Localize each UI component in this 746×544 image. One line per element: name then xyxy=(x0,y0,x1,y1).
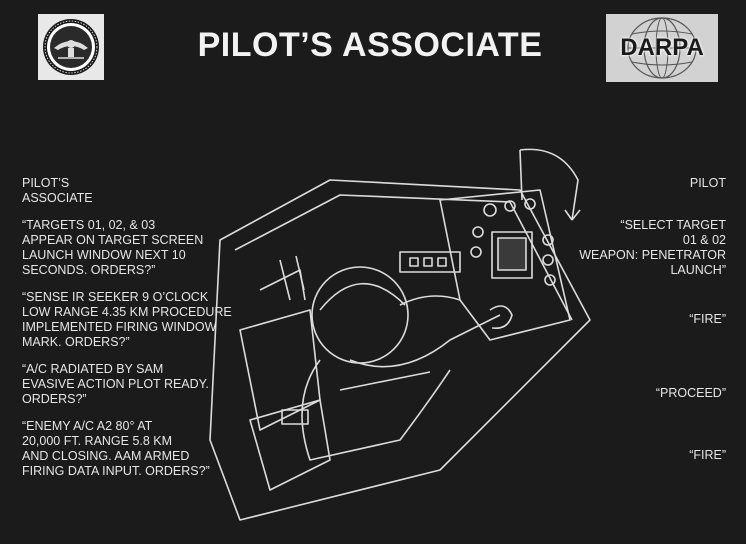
pilot-response: “FIRE” xyxy=(689,448,726,462)
associate-message: “SENSE IR SEEKER 9 O’CLOCK LOW RANGE 4.3… xyxy=(22,290,232,349)
pilot-response: “PROCEED” xyxy=(655,386,726,400)
pilot-response: “SELECT TARGET 01 & 02 WEAPON: PENETRATO… xyxy=(579,218,726,277)
right-column-heading: PILOT xyxy=(689,176,726,190)
darpa-wordmark: DARPA xyxy=(620,34,704,61)
associate-message: “ENEMY A/C A2 80° AT 20,000 FT. RANGE 5.… xyxy=(22,419,210,478)
left-column-heading: PILOT’S ASSOCIATE xyxy=(22,176,93,205)
associate-message: “TARGETS 01, 02, & 03 APPEAR ON TARGET S… xyxy=(22,218,204,277)
globe-icon xyxy=(627,17,697,79)
dod-seal-logo xyxy=(38,14,104,80)
slide-title: PILOT’S ASSOCIATE xyxy=(197,26,543,64)
seal-icon xyxy=(43,19,99,75)
darpa-logo: DARPA xyxy=(606,14,718,82)
pilot-response: “FIRE” xyxy=(689,312,726,326)
associate-message: “A/C RADIATED BY SAM EVASIVE ACTION PLOT… xyxy=(22,362,209,406)
pilots-associate-column: PILOT’S ASSOCIATE “TARGETS 01, 02, & 03 … xyxy=(22,176,262,491)
cockpit-illustration xyxy=(209,148,591,521)
